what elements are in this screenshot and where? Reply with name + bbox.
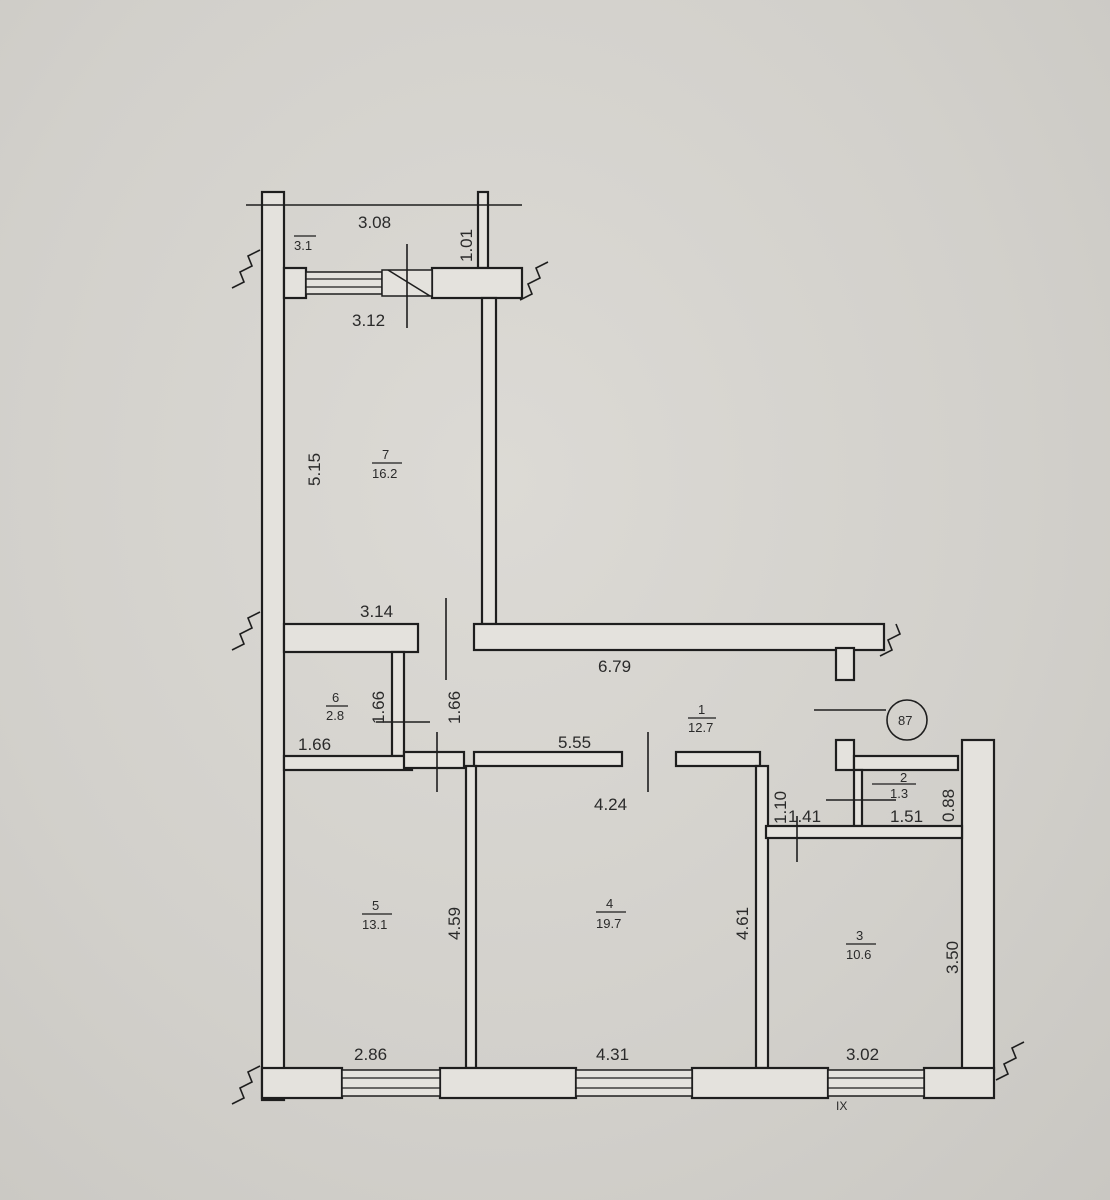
balcony-wall-left xyxy=(282,266,308,300)
hall-bottom-wall-right xyxy=(674,750,762,768)
dim-room4-height: 4.61 xyxy=(733,907,752,940)
right-step-wall xyxy=(852,754,960,772)
dim-room2-v: 1.10 xyxy=(771,791,790,824)
apartment-number-circle xyxy=(886,699,928,741)
room2-left-wall xyxy=(852,768,864,828)
balcony-label: 3.1 xyxy=(294,238,312,253)
room5-area: 13.1 xyxy=(362,917,387,932)
dim-room4-width: 4.31 xyxy=(596,1045,629,1064)
window-balcony xyxy=(305,271,383,295)
hall-right-wall-top xyxy=(834,646,856,682)
left-outer-wall xyxy=(260,190,286,1102)
break-mark-left-mid xyxy=(231,611,261,651)
break-mark-left-bottom xyxy=(231,1065,261,1105)
dim-room2-h: 0.88 xyxy=(939,789,958,822)
window-room3 xyxy=(827,1069,925,1097)
bottom-wall-pier1 xyxy=(438,1066,578,1100)
balcony-center-line2 xyxy=(387,269,431,297)
window-room5 xyxy=(341,1069,441,1097)
room7-number: 7 xyxy=(382,447,389,462)
room4-area: 19.7 xyxy=(596,916,621,931)
hall-right-wall-bottom xyxy=(834,738,856,772)
break-mark-left-top xyxy=(231,249,261,289)
room4-number: 4 xyxy=(606,896,613,911)
room5-room4-wall xyxy=(464,764,478,1070)
room6-bottom-wall xyxy=(282,754,414,772)
break-mark-balcony xyxy=(519,261,549,301)
room6-right-wall xyxy=(390,650,406,758)
room3-area: 10.6 xyxy=(846,947,871,962)
dim-room2-w2: 1.51 xyxy=(890,807,923,826)
room2-area: 1.3 xyxy=(890,786,908,801)
dim-room5-height: 4.59 xyxy=(445,907,464,940)
dim-room6-v1: 1.66 xyxy=(369,691,388,724)
dim-hall-lower: 5.55 xyxy=(558,733,591,752)
hall-bottom-wall-left xyxy=(402,750,466,770)
dim-room3-height: 3.50 xyxy=(943,941,962,974)
bottom-wall-pier2 xyxy=(690,1066,830,1100)
bottom-wall-right xyxy=(922,1066,996,1100)
right-outer-wall xyxy=(960,738,996,1074)
balcony-depth: 1.01 xyxy=(457,229,476,262)
axis-label: IX xyxy=(836,1099,847,1113)
room1-number: 1 xyxy=(698,702,705,717)
bottom-wall-left xyxy=(260,1066,344,1100)
hall-bottom-wall-mid xyxy=(472,750,624,768)
dim-room5-width: 2.86 xyxy=(354,1045,387,1064)
room7-right-wall xyxy=(480,296,498,626)
dim-room6-width: 1.66 xyxy=(298,735,331,754)
dim-room3-width: 3.02 xyxy=(846,1045,879,1064)
room3-number: 3 xyxy=(856,928,863,943)
dim-room4-top: 4.24 xyxy=(594,795,627,814)
room2-number: 2 xyxy=(900,770,907,785)
room5-number: 5 xyxy=(372,898,379,913)
balcony-width-top: 3.08 xyxy=(358,213,391,232)
dim-hall-width: 6.79 xyxy=(598,657,631,676)
break-mark-hall xyxy=(879,623,902,657)
room2-bottom-wall xyxy=(764,824,964,840)
apartment-number: 87 xyxy=(898,713,912,728)
break-mark-right xyxy=(995,1041,1025,1081)
room7-hall-wall-right xyxy=(472,622,886,652)
room6-number: 6 xyxy=(332,690,339,705)
room4-room3-wall xyxy=(754,764,770,1070)
room7-area: 16.2 xyxy=(372,466,397,481)
dim-room2-w1: 1.41 xyxy=(788,807,821,826)
dim-room7-width: 3.14 xyxy=(360,602,393,621)
balcony-width-bottom: 3.12 xyxy=(352,311,385,330)
balcony-wall-right xyxy=(430,266,524,300)
room1-area: 12.7 xyxy=(688,720,713,735)
room7-hall-wall-left xyxy=(282,622,420,654)
window-room4 xyxy=(575,1069,693,1097)
dim-room6-v2: 1.66 xyxy=(445,691,464,724)
room6-area: 2.8 xyxy=(326,708,344,723)
balcony-post xyxy=(476,190,490,270)
dim-room7-height: 5.15 xyxy=(305,453,324,486)
